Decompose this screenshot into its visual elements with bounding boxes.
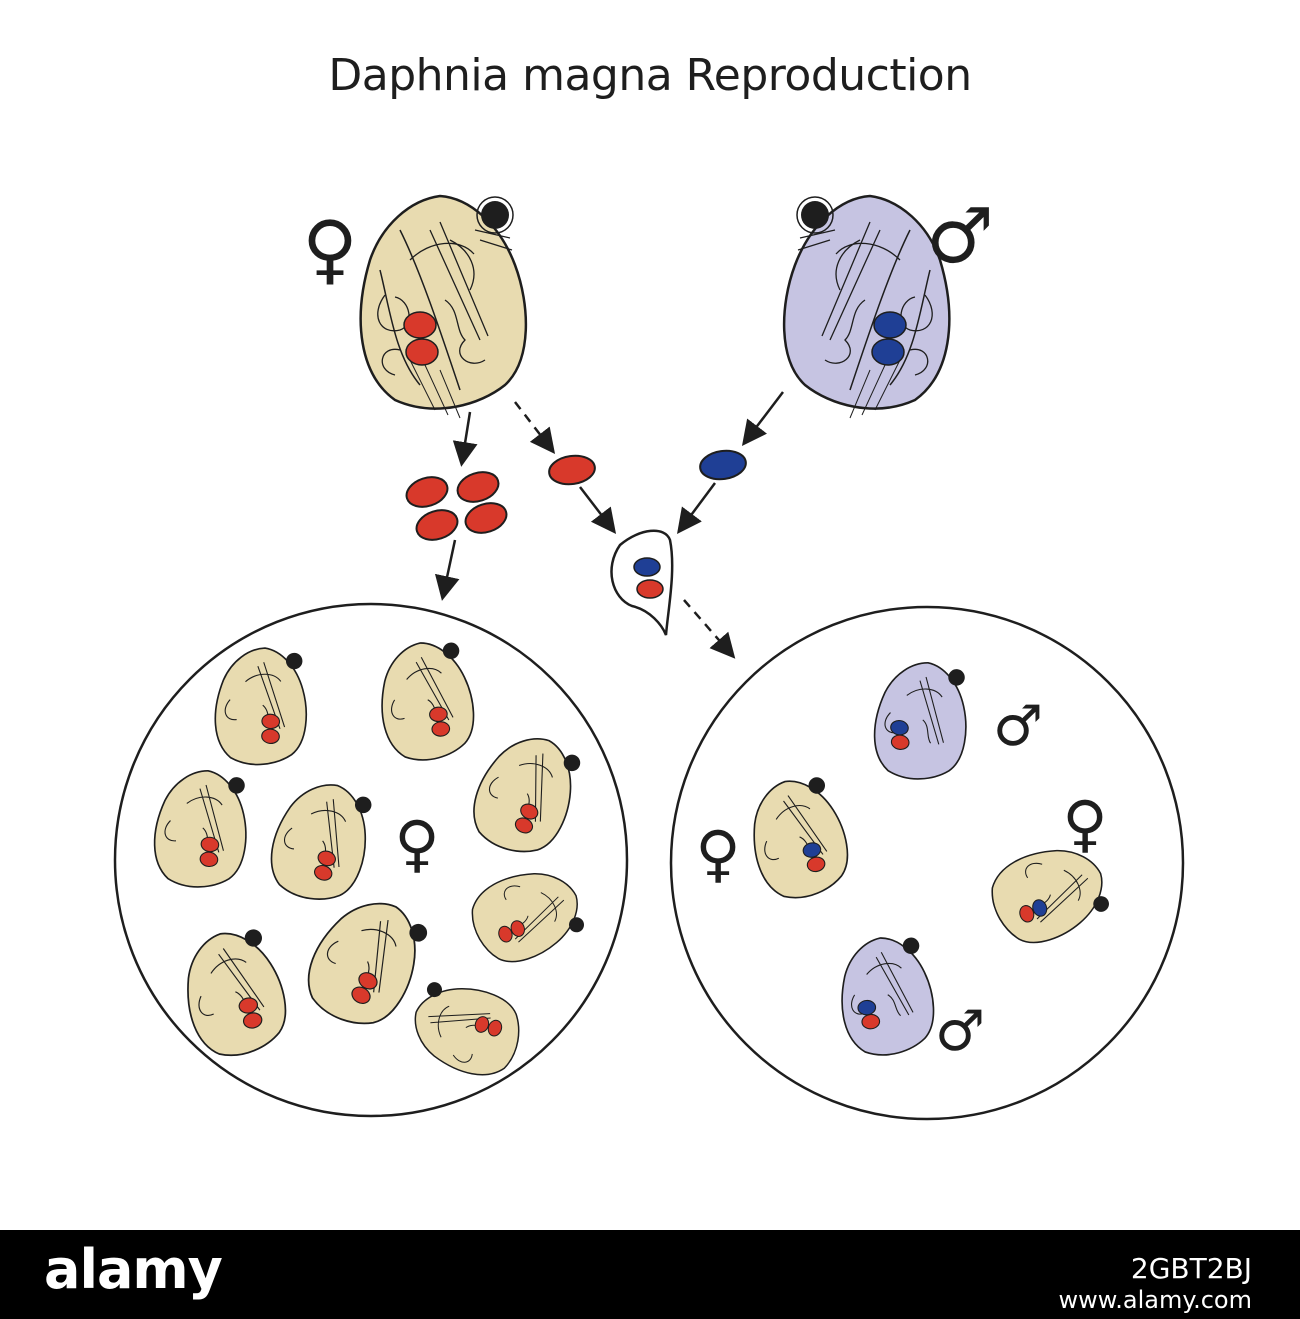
female-offspring xyxy=(459,721,593,868)
female-offspring xyxy=(210,643,313,770)
brand-logo: alamy xyxy=(44,1238,223,1301)
male-daphnia-parent xyxy=(782,194,951,420)
image-id: 2GBT2BJ xyxy=(1130,1252,1252,1285)
female-offspring xyxy=(375,638,479,765)
arrow-eggs-to-female-offspring xyxy=(434,539,460,601)
female-offspring-symbol: ♀ xyxy=(695,817,740,890)
female-offspring xyxy=(401,970,532,1087)
arrow-female-to-egg xyxy=(514,401,556,454)
female-daphnia-parent xyxy=(359,194,528,420)
reproduction-diagram: ♀ ♂ ♀ ♂ ♀ ♀ ♂ xyxy=(113,191,1185,1121)
female-offspring xyxy=(259,771,384,913)
female-offspring xyxy=(174,922,295,1064)
male-offspring xyxy=(867,655,976,787)
female-parent-symbol: ♀ xyxy=(302,204,358,293)
watermark-bar: alamy 2GBT2BJ www.alamy.com xyxy=(0,1230,1300,1319)
female-offspring-mixed xyxy=(741,770,857,906)
female-offspring xyxy=(147,763,256,895)
male-offspring-symbol: ♂ xyxy=(935,999,985,1064)
arrow-female-egg-to-ephippium xyxy=(579,486,617,534)
female-offspring-symbol: ♀ xyxy=(394,807,439,880)
male-offspring xyxy=(835,932,939,1060)
arrow-ephippium-to-mixed-offspring xyxy=(683,599,736,659)
mixed-offspring-circle xyxy=(669,605,1185,1121)
ephippium xyxy=(610,529,674,636)
male-offspring-symbol: ♂ xyxy=(993,694,1043,759)
diagram-title: Daphnia magna Reproduction xyxy=(328,50,972,101)
female-offspring-circle xyxy=(113,602,629,1118)
male-parent-symbol: ♂ xyxy=(926,191,994,280)
arrow-female-to-eggs xyxy=(452,411,478,467)
parthenogenetic-egg-cluster xyxy=(405,471,508,541)
female-offspring xyxy=(461,857,592,974)
arrow-male-egg-to-ephippium xyxy=(677,482,717,535)
male-egg xyxy=(699,449,747,481)
female-egg xyxy=(548,454,596,486)
arrow-male-to-egg xyxy=(741,391,784,446)
stock-url: www.alamy.com xyxy=(1058,1286,1252,1314)
female-offspring-symbol: ♀ xyxy=(1062,787,1107,860)
